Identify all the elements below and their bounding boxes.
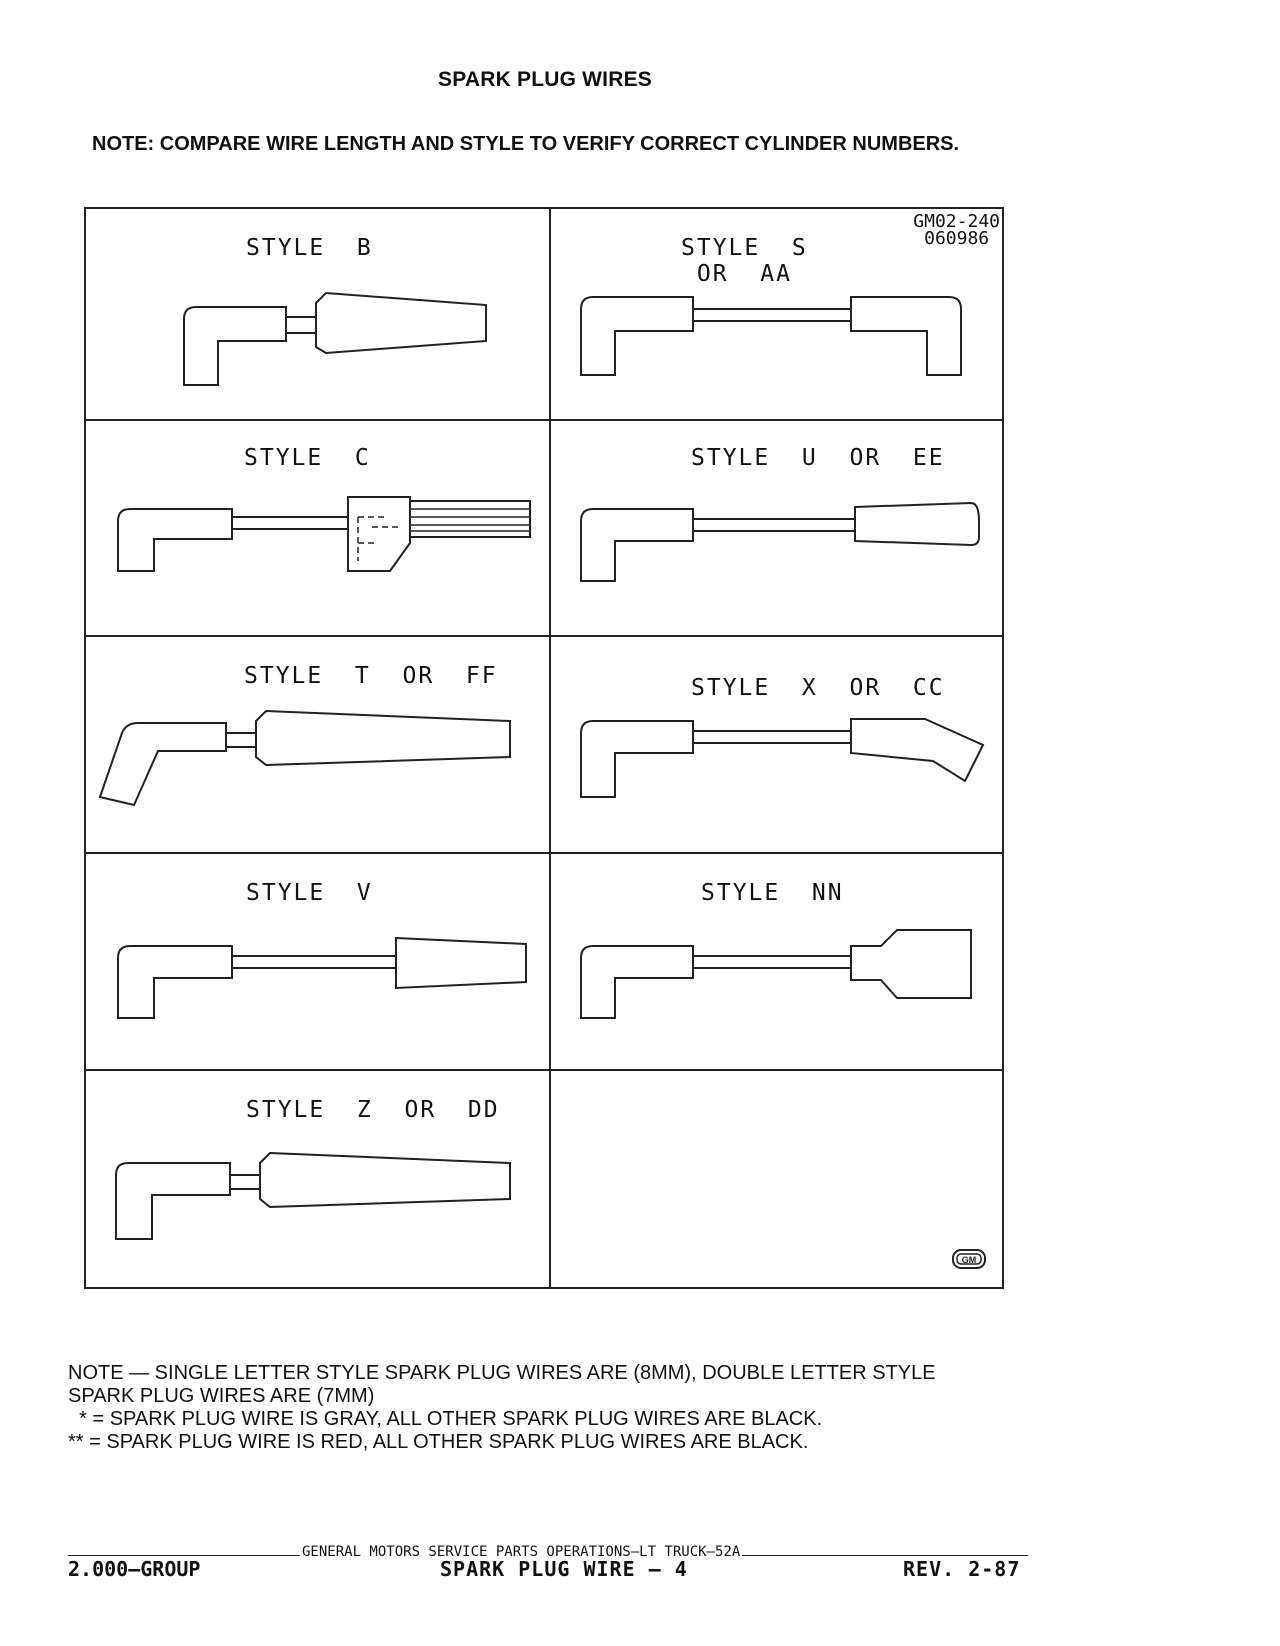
gm-logo-icon: GM: [952, 1249, 986, 1269]
style-b-label: STYLE B: [246, 235, 373, 261]
note-line-1: NOTE — SINGLE LETTER STYLE SPARK PLUG WI…: [68, 1362, 936, 1384]
style-v-cell: STYLE V: [86, 854, 549, 1069]
style-c-wire-drawing: [117, 496, 531, 572]
style-v-wire-drawing: [117, 936, 527, 1019]
style-nn-cell: STYLE NN: [551, 854, 1006, 1069]
style-z-dd-wire-drawing: [115, 1151, 511, 1240]
style-b-wire-drawing: [183, 291, 487, 386]
style-c-cell: STYLE C: [86, 421, 549, 635]
spark-plug-wire-style-diagram: STYLE B GM02-240 060986 STYLE S OR AA ST…: [84, 207, 1004, 1289]
style-x-cc-wire-drawing: [580, 718, 985, 798]
grid-divider-row-2: [86, 635, 1002, 637]
style-x-cc-label: STYLE X OR CC: [691, 675, 945, 701]
style-z-dd-label: STYLE Z OR DD: [246, 1097, 500, 1123]
footer-revision: REV. 2-87: [903, 1557, 1021, 1581]
style-c-label: STYLE C: [244, 445, 371, 471]
style-s-aa-label: STYLE S OR AA: [681, 235, 808, 287]
diagram-code: GM02-240 060986: [913, 211, 1000, 249]
style-u-ee-label: STYLE U OR EE: [691, 445, 945, 471]
style-u-ee-cell: STYLE U OR EE: [551, 421, 1006, 635]
note-line-2: SPARK PLUG WIRES ARE (7MM): [68, 1385, 375, 1407]
grid-divider-row-3: [86, 852, 1002, 854]
grid-divider-vertical: [549, 209, 551, 1287]
style-t-ff-wire-drawing: [98, 709, 511, 807]
diagram-code-line-2: 060986: [924, 228, 990, 249]
style-nn-wire-drawing: [580, 929, 972, 1019]
style-z-dd-cell: STYLE Z OR DD: [86, 1071, 549, 1287]
note-line-3: * = SPARK PLUG WIRE IS GRAY, ALL OTHER S…: [68, 1408, 823, 1430]
page-title: SPARK PLUG WIRES: [438, 68, 652, 91]
grid-divider-row-1: [86, 419, 1002, 421]
note-line-4: ** = SPARK PLUG WIRE IS RED, ALL OTHER S…: [68, 1431, 809, 1453]
style-v-label: STYLE V: [246, 880, 373, 906]
style-t-ff-cell: STYLE T OR FF: [86, 637, 549, 852]
style-s-aa-cell: GM02-240 060986 STYLE S OR AA: [551, 209, 1006, 419]
style-b-cell: STYLE B: [86, 209, 549, 419]
style-t-ff-label: STYLE T OR FF: [244, 663, 498, 689]
footer-page-title: SPARK PLUG WIRE — 4: [440, 1557, 688, 1581]
empty-cell: GM: [551, 1071, 1006, 1287]
grid-divider-row-4: [86, 1069, 1002, 1071]
style-nn-label: STYLE NN: [701, 880, 844, 906]
style-s-aa-wire-drawing: [580, 296, 962, 376]
style-u-ee-wire-drawing: [580, 501, 980, 582]
footer-publisher: GENERAL MOTORS SERVICE PARTS OPERATIONS—…: [300, 1544, 743, 1560]
wire-size-notes: NOTE — SINGLE LETTER STYLE SPARK PLUG WI…: [68, 1362, 936, 1454]
diagram-code-line-1: GM02-240: [913, 211, 1000, 232]
footer-group: 2.000—GROUP: [68, 1557, 201, 1581]
style-x-cc-cell: STYLE X OR CC: [551, 637, 1006, 852]
top-note: NOTE: COMPARE WIRE LENGTH AND STYLE TO V…: [92, 133, 960, 155]
svg-text:GM: GM: [962, 1255, 977, 1265]
